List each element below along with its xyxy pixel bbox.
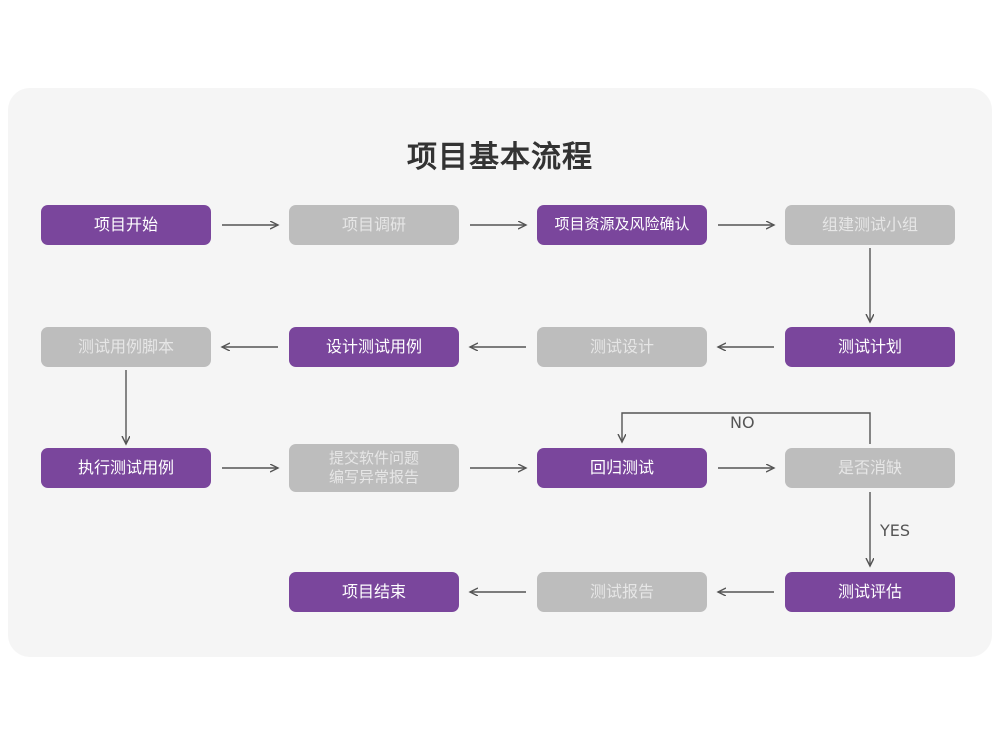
node-regression-test[interactable]: 回归测试 — [537, 448, 707, 488]
edge-label-yes: YES — [880, 521, 911, 540]
node-test-plan[interactable]: 测试计划 — [785, 327, 955, 367]
node-form-test-team[interactable]: 组建测试小组 — [785, 205, 955, 245]
node-submit-issue-report[interactable]: 提交软件问题 编写异常报告 — [289, 444, 459, 492]
edge-label-no: NO — [730, 413, 755, 432]
node-test-design[interactable]: 测试设计 — [537, 327, 707, 367]
node-test-report[interactable]: 测试报告 — [537, 572, 707, 612]
page-title: 项目基本流程 — [407, 140, 593, 175]
node-test-case-script[interactable]: 测试用例脚本 — [41, 327, 211, 367]
node-defect-cleared-decision[interactable]: 是否消缺 — [785, 448, 955, 488]
node-execute-test-case[interactable]: 执行测试用例 — [41, 448, 211, 488]
node-project-research[interactable]: 项目调研 — [289, 205, 459, 245]
flowchart-card — [8, 88, 992, 657]
node-design-test-case[interactable]: 设计测试用例 — [289, 327, 459, 367]
node-project-end[interactable]: 项目结束 — [289, 572, 459, 612]
node-project-start[interactable]: 项目开始 — [41, 205, 211, 245]
node-test-evaluation[interactable]: 测试评估 — [785, 572, 955, 612]
node-resource-risk-confirm[interactable]: 项目资源及风险确认 — [537, 205, 707, 245]
